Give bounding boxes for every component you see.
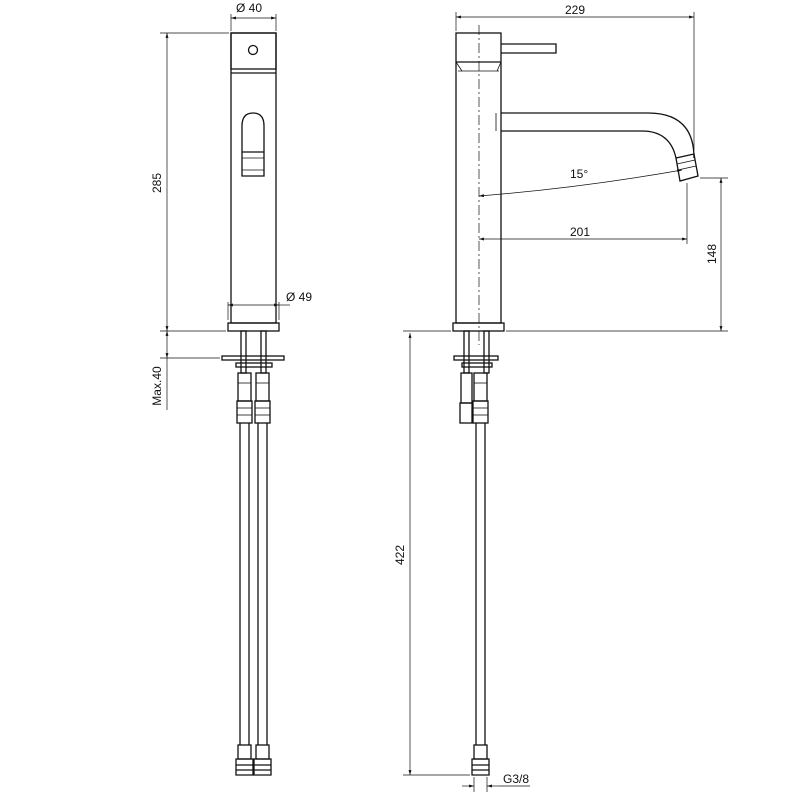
side-body [455, 32, 502, 324]
dim-body-diameter: Ø 40 [236, 1, 262, 15]
dim-base-diameter: Ø 49 [286, 290, 312, 304]
front-base [227, 322, 280, 332]
front-body [230, 32, 277, 324]
front-mounting-plate [221, 355, 285, 361]
side-spout-lower [501, 130, 677, 159]
dim-projection: 229 [565, 3, 585, 17]
dim-max-deck: Max.40 [150, 366, 164, 406]
side-spout-upper [501, 112, 695, 159]
side-lever-handle [501, 43, 557, 54]
side-mounting-plate [453, 355, 499, 361]
dim-connection: G3/8 [503, 772, 529, 786]
dim-spout-height: 148 [705, 244, 719, 264]
dim-total-height: 285 [150, 173, 164, 193]
dim-hose-length: 422 [393, 545, 407, 565]
front-spout [241, 112, 265, 177]
side-base [452, 322, 505, 332]
dim-reach: 201 [570, 225, 590, 239]
side-view: 229 15° 201 148 422 G3/8 [393, 3, 728, 792]
front-lever-cap [230, 32, 277, 70]
dim-angle: 15° [570, 167, 588, 181]
aerator [675, 153, 699, 182]
lever-indicator-icon [247, 44, 259, 56]
front-view: Ø 40 Ø 49 285 Max.40 [150, 1, 312, 776]
